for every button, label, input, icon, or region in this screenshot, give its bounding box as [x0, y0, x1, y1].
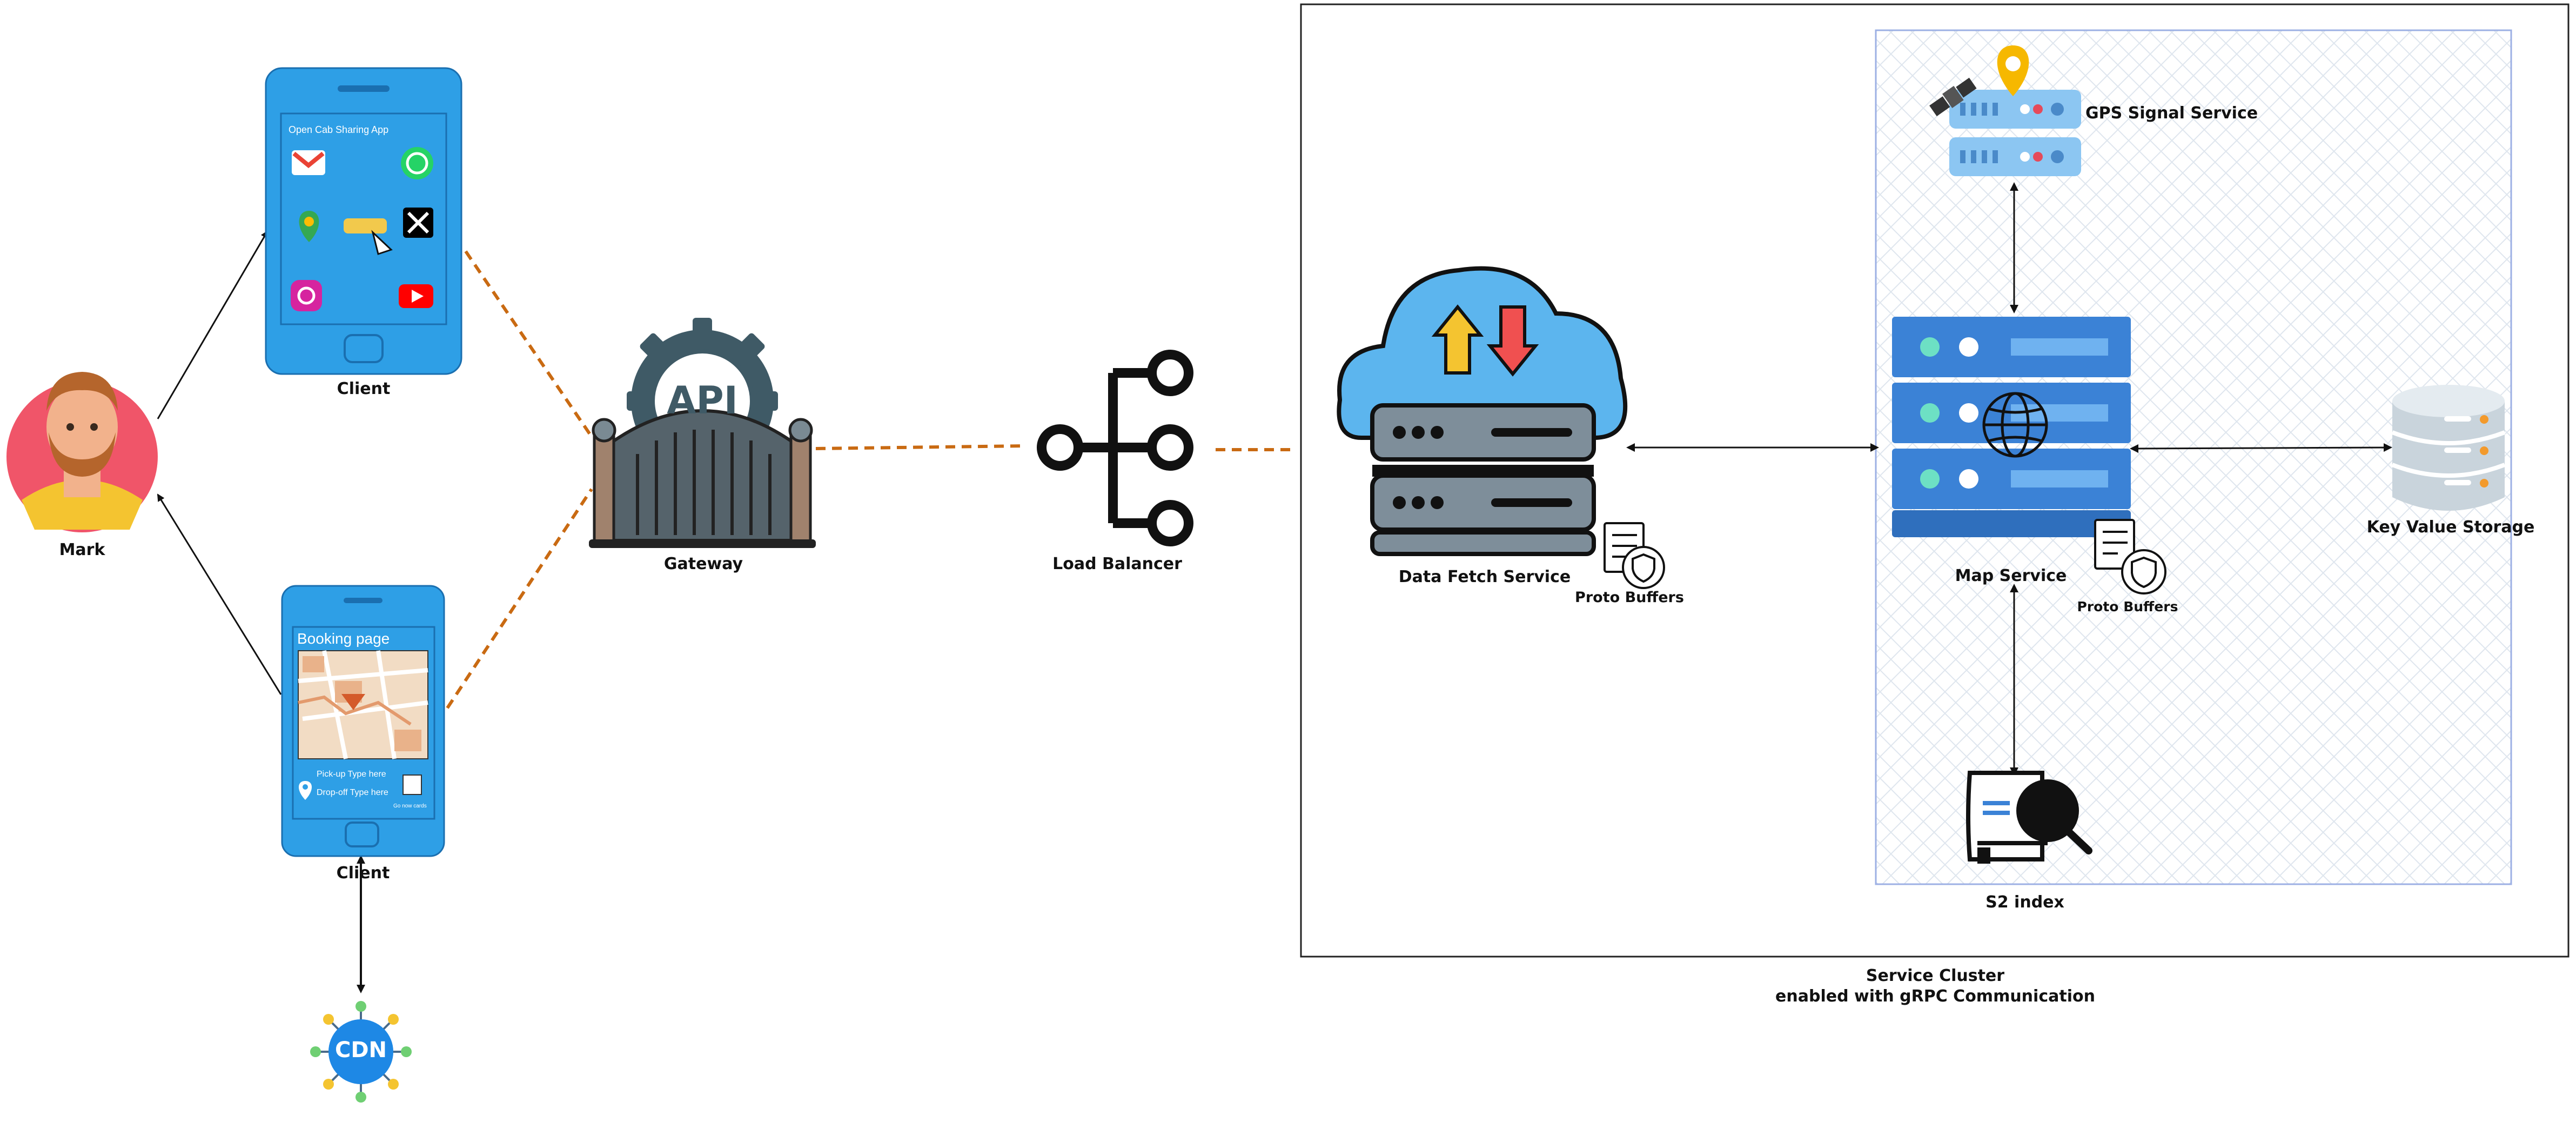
- cluster-title-line2: enabled with gRPC Communication: [1775, 987, 2095, 1006]
- s2-index-label: S2 index: [1985, 893, 2064, 912]
- bottom-client-screen-title: Booking page: [297, 630, 390, 647]
- api-badge: API: [667, 378, 738, 423]
- kv-storage-label: Key Value Storage: [2366, 518, 2535, 537]
- cdn-icon: [310, 1001, 412, 1103]
- load-balancer-icon: [1037, 350, 1193, 546]
- api-gateway-icon: [589, 318, 816, 548]
- proto-buffers-icon: [1604, 522, 1665, 589]
- top-client-phone-icon: [265, 67, 462, 375]
- s2-index-search-icon: [1966, 771, 2092, 864]
- map-service-server-icon: [1892, 317, 2131, 537]
- small-note: Go now cards: [393, 803, 427, 809]
- globe-icon: [1982, 392, 2048, 458]
- bottom-client-phone-icon: [281, 585, 445, 857]
- cluster-title-line1: Service Cluster: [1866, 966, 2005, 985]
- client-to-mark-arrow: [157, 493, 282, 695]
- map-service-label: Map Service: [1955, 566, 2067, 585]
- service-cluster-frame: [1300, 3, 2570, 958]
- client-gateway-dashed-top: [464, 250, 593, 438]
- gps-server-icon: [1929, 45, 2081, 176]
- gateway-lb-dashed: [815, 444, 1024, 450]
- proto-buffers-label-2: Proto Buffers: [2077, 599, 2178, 615]
- map-kv-arrow: [2130, 443, 2392, 453]
- bottom-client-label: Client: [336, 864, 390, 883]
- data-fetch-service-icon: [1337, 266, 1628, 556]
- user-avatar-icon: [6, 372, 158, 532]
- data-fetch-label: Data Fetch Service: [1398, 567, 1571, 586]
- user-label: Mark: [59, 540, 105, 559]
- top-client-screen-title: Open Cab Sharing App: [289, 124, 389, 135]
- database-icon: [2391, 385, 2506, 511]
- proto-buffers-label-1: Proto Buffers: [1575, 589, 1684, 606]
- client-gateway-dashed-bottom: [446, 488, 593, 709]
- proto-buffers-icon-2: [2094, 519, 2166, 595]
- load-balancer-label: Load Balancer: [1052, 555, 1182, 573]
- dropoff-text: Drop-off Type here: [317, 788, 388, 797]
- pickup-text: Pick-up Type here: [317, 770, 386, 779]
- mark-to-client-arrow: [157, 230, 269, 419]
- cdn-label: CDN: [334, 1038, 387, 1063]
- top-client-label: Client: [337, 379, 391, 398]
- gps-label: GPS Signal Service: [2085, 104, 2258, 123]
- gateway-label: Gateway: [663, 555, 743, 573]
